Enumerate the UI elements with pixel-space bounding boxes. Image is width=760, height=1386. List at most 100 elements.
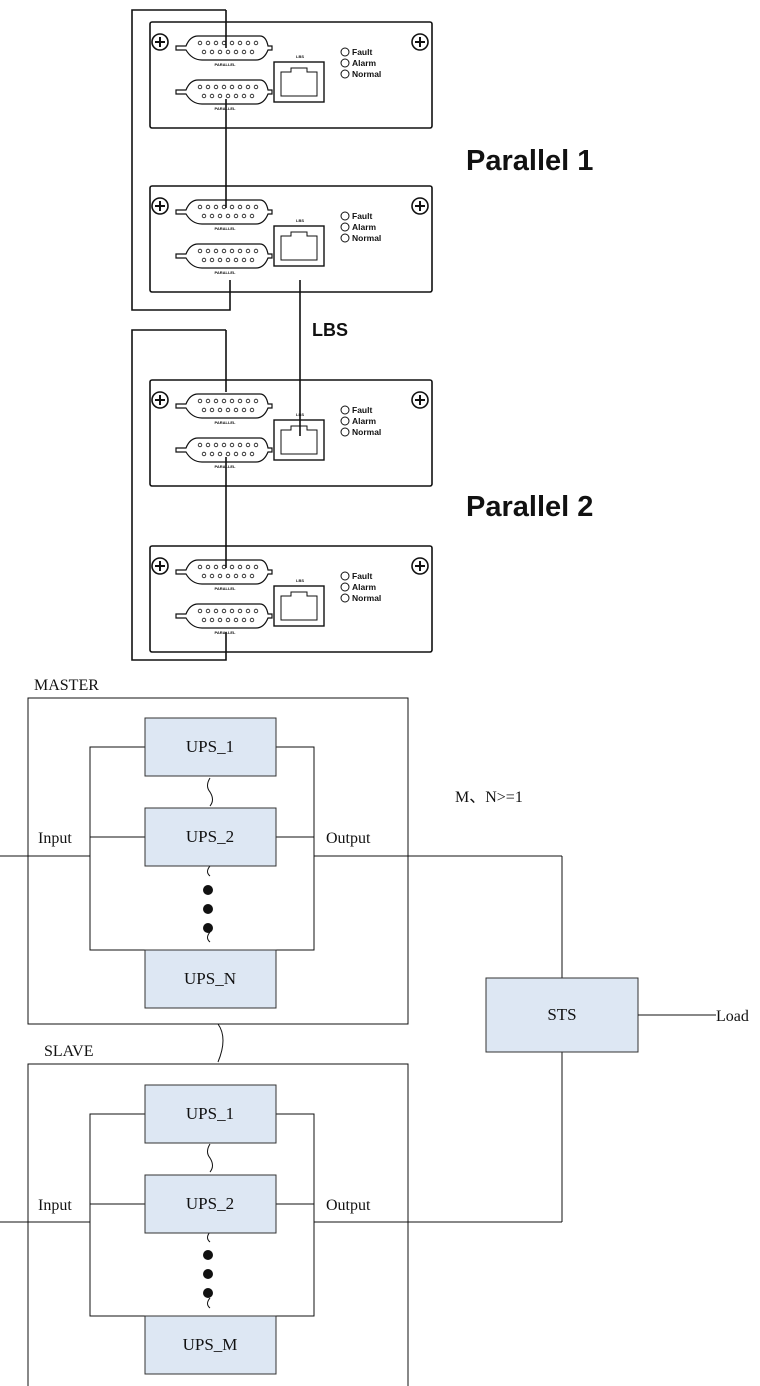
parallel-1-label: Parallel 1	[466, 145, 593, 177]
master-ups-n-box	[144, 949, 277, 1009]
connector-pin	[245, 442, 251, 448]
slave-ups-m-label: UPS_M	[183, 1335, 238, 1354]
lbs-port	[273, 419, 325, 461]
connector-pin	[225, 617, 231, 623]
connector-pin	[209, 93, 215, 99]
connector-pin	[249, 93, 255, 99]
connector-pin	[213, 442, 219, 448]
connector-pin	[217, 407, 223, 413]
slave-ups-m-box	[144, 1315, 277, 1375]
slave-output-label: Output	[326, 1197, 371, 1214]
connector-pin	[241, 257, 247, 263]
master-ups-n-label: UPS_N	[184, 969, 236, 988]
connector-pin	[229, 608, 235, 614]
connector-pin	[213, 608, 219, 614]
connector-pin	[217, 617, 223, 623]
led-normal-label: Normal	[352, 69, 381, 79]
connector-pin	[225, 257, 231, 263]
slave-wiring	[0, 1052, 563, 1317]
connector-pin	[197, 248, 203, 254]
slave-ups-2-label: UPS_2	[186, 1194, 234, 1213]
master-input-label: Input	[38, 830, 72, 847]
parallel-port-connector	[175, 35, 273, 61]
connector-pin	[213, 564, 219, 570]
led-alarm-label: Alarm	[352, 222, 377, 232]
sts-label: STS	[547, 1005, 576, 1024]
led-normal-indicator	[340, 593, 350, 603]
rj45-socket	[280, 591, 318, 621]
parallel-port-label: PARALLEL	[214, 226, 236, 231]
connector-pin	[205, 608, 211, 614]
connector-pin	[213, 398, 219, 404]
connector-pin	[245, 204, 251, 210]
connector-pin	[237, 564, 243, 570]
master-output-label: Output	[326, 830, 371, 847]
connector-pin	[205, 204, 211, 210]
connector-pin	[213, 248, 219, 254]
connector-pin	[237, 608, 243, 614]
master-ellipsis-dot	[203, 904, 213, 914]
connector-pin	[229, 442, 235, 448]
parallel-2-loop-cable	[131, 329, 227, 661]
connector-pin	[249, 407, 255, 413]
parallel-port-connector	[175, 437, 273, 463]
connector-pin	[233, 213, 239, 219]
connector-pin	[205, 442, 211, 448]
led-normal-indicator	[340, 69, 350, 79]
led-alarm-label: Alarm	[352, 58, 377, 68]
led-fault-label: Fault	[352, 571, 372, 581]
led-alarm-indicator	[340, 58, 350, 68]
connector-pin	[245, 248, 251, 254]
connector-pin	[217, 573, 223, 579]
connector-pin	[201, 49, 207, 55]
connector-pin	[245, 40, 251, 46]
connector-pin	[221, 608, 227, 614]
connector-pin	[197, 564, 203, 570]
connector-pin	[245, 398, 251, 404]
connector-pin	[253, 248, 259, 254]
connector-pin	[217, 213, 223, 219]
connector-pin	[209, 49, 215, 55]
connector-pin	[197, 40, 203, 46]
lbs-port	[273, 61, 325, 103]
connector-pin	[205, 564, 211, 570]
rj45-socket	[280, 231, 318, 261]
connector-pin	[249, 451, 255, 457]
slave-ellipsis-dot	[203, 1250, 213, 1260]
connector-pin	[249, 49, 255, 55]
master-slave-link	[217, 1023, 224, 1063]
connector-pin	[241, 407, 247, 413]
connector-pin	[253, 204, 259, 210]
connector-pin	[237, 40, 243, 46]
parallel-1-loop-cable	[131, 9, 231, 311]
connector-pin	[253, 398, 259, 404]
connector-pin	[229, 248, 235, 254]
parallel-port-connector	[175, 243, 273, 269]
connector-pin	[253, 442, 259, 448]
led-alarm-indicator	[340, 582, 350, 592]
parallel-port-connector	[175, 79, 273, 105]
connector-pin	[205, 40, 211, 46]
connector-pin	[233, 257, 239, 263]
connector-pin	[233, 49, 239, 55]
parallel-port-label: PARALLEL	[214, 62, 236, 67]
connector-pin	[217, 257, 223, 263]
parallel-port-label: PARALLEL	[214, 420, 236, 425]
connector-pin	[241, 573, 247, 579]
connector-pin	[229, 40, 235, 46]
connector-pin	[225, 93, 231, 99]
led-normal-label: Normal	[352, 593, 381, 603]
connector-pin	[229, 204, 235, 210]
slave-input-label: Input	[38, 1197, 72, 1214]
connector-pin	[197, 398, 203, 404]
master-wiring	[0, 746, 563, 978]
connector-pin	[217, 451, 223, 457]
led-fault-indicator	[340, 211, 350, 221]
connector-pin	[201, 93, 207, 99]
connector-pin	[253, 564, 259, 570]
connector-pin	[241, 49, 247, 55]
lbs-port-label: LBS	[296, 218, 304, 223]
connector-pin	[237, 84, 243, 90]
master-ups-2-box	[144, 807, 277, 867]
